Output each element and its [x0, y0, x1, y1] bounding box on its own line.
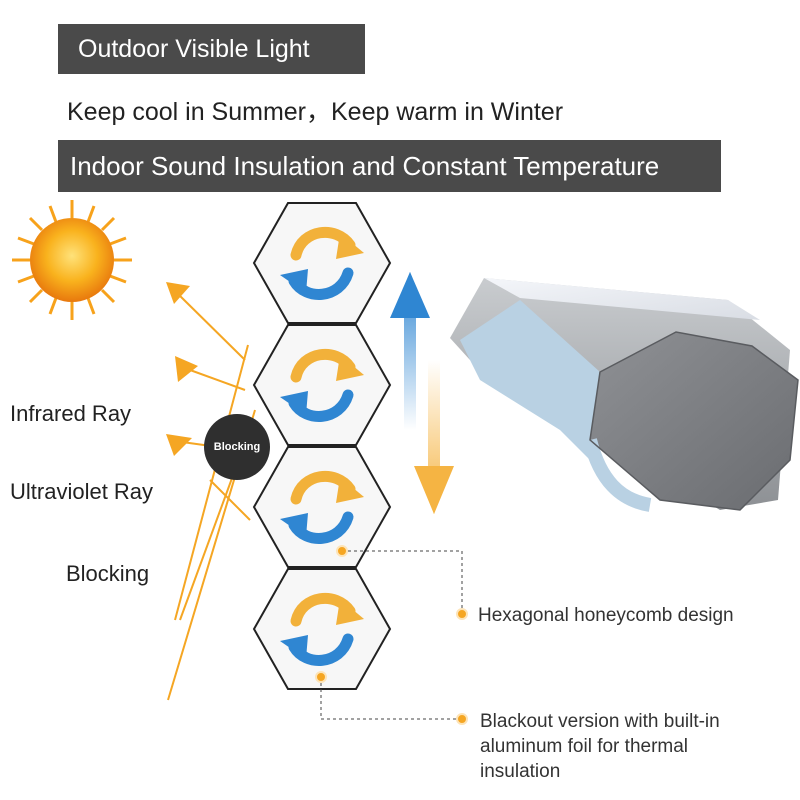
- foil-callout: Blackout version with built-in aluminum …: [480, 711, 720, 782]
- callout-dots: [315, 545, 468, 725]
- foam-roll-icon: [450, 278, 799, 512]
- honeycomb-hexagon-icon: [254, 203, 390, 689]
- blocking-badge: Blocking: [204, 414, 270, 480]
- callout-leaders: [320, 550, 463, 720]
- hexagon-callout: Hexagonal honeycomb design: [478, 605, 734, 626]
- ray-arrowheads: [166, 282, 198, 456]
- headline-top: Outdoor Visible Light: [58, 24, 365, 74]
- subtitle: Keep cool in Summer，Keep warm in Winter: [67, 98, 564, 126]
- down-arrow-icon: [414, 360, 454, 514]
- infrared-label: Infrared Ray: [10, 401, 132, 426]
- ultraviolet-label: Ultraviolet Ray: [10, 479, 154, 504]
- sun-icon: [12, 200, 132, 320]
- ray-arrows: [167, 291, 256, 701]
- up-arrow-icon: [390, 272, 430, 430]
- headline-bottom: Indoor Sound Insulation and Constant Tem…: [58, 140, 721, 192]
- blocking-label: Blocking: [66, 561, 150, 586]
